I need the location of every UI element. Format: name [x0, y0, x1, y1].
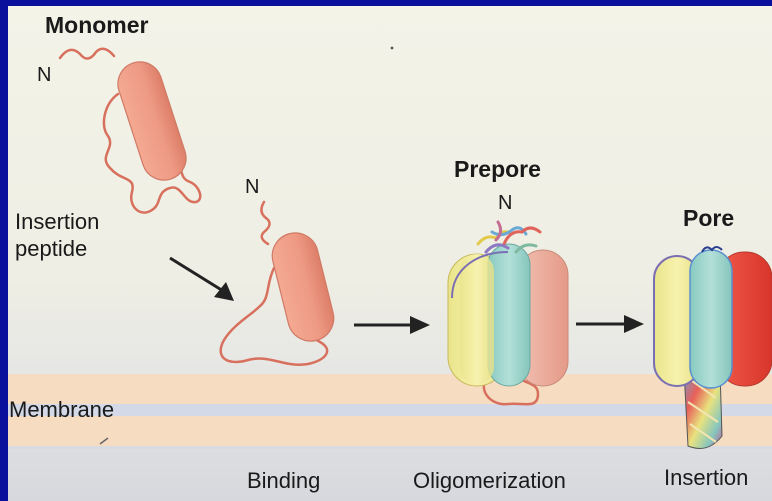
stage-insertion-label: Insertion — [664, 465, 748, 491]
arrow-monomer-to-binding — [170, 258, 234, 301]
diagram-frame: Monomer N Insertion peptide N Prepore N … — [8, 6, 772, 501]
insertion-peptide-label-line2: peptide — [15, 236, 87, 262]
binding-protein — [221, 202, 339, 365]
binding-body — [267, 228, 338, 346]
stage-oligomerization-label: Oligomerization — [413, 468, 566, 494]
insertion-peptide-label-line1: Insertion — [15, 209, 99, 235]
prepore-title: Prepore — [454, 156, 541, 183]
prepore-n-tails — [478, 222, 540, 252]
monomer-n-tail — [60, 49, 114, 59]
membrane-label: Membrane — [9, 397, 114, 423]
prepore-n-terminus: N — [498, 192, 512, 215]
binding-n-terminus: N — [245, 176, 259, 199]
pore-formation-diagram — [8, 6, 772, 501]
arrow-binding-to-prepore — [354, 316, 430, 334]
monomer-n-terminus: N — [37, 64, 51, 87]
monomer-protein — [60, 49, 200, 213]
arrow-prepore-to-pore — [576, 315, 644, 333]
prepore-complex — [448, 222, 568, 404]
membrane — [8, 374, 772, 449]
binding-n-tail — [261, 202, 269, 244]
monomer-body — [112, 56, 192, 186]
monomer-title: Monomer — [45, 12, 149, 39]
stage-binding-label: Binding — [247, 468, 320, 494]
pore-title: Pore — [683, 205, 734, 232]
